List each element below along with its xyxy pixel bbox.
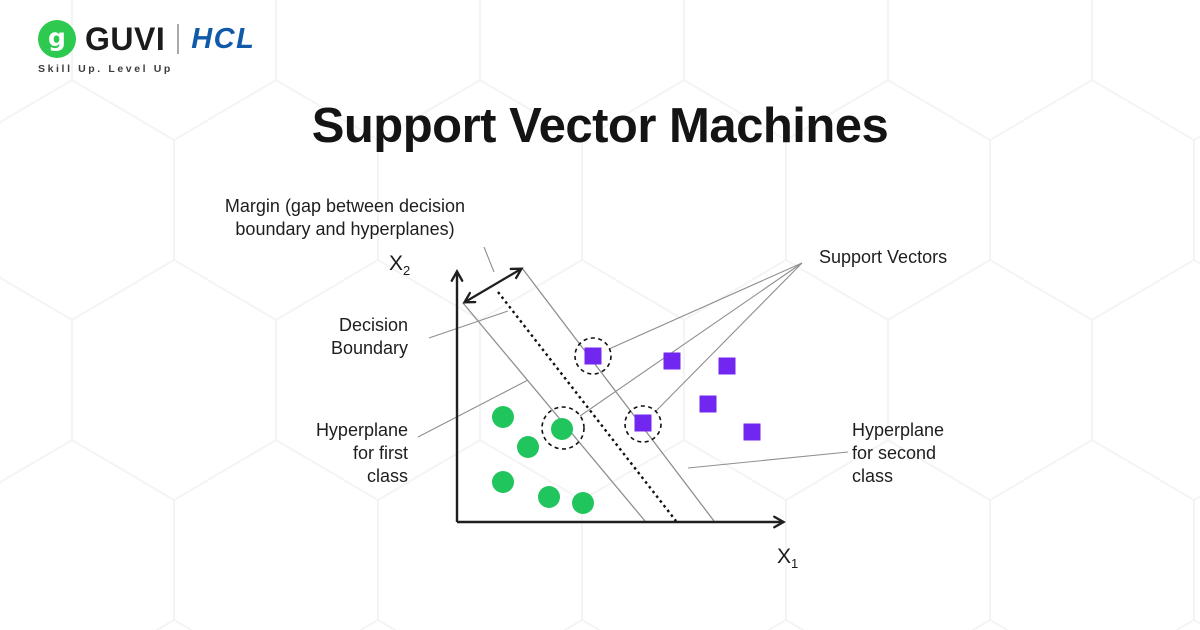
class2-point [743,423,761,441]
support-vector-pointer-line-2 [655,262,803,412]
margin-label: Margin (gap between decision boundary an… [212,195,478,241]
hyperplane-first-label: Hyperplane for first class [268,419,408,488]
y-axis-label: X2 [389,252,410,278]
hyperplane-first-pointer-line [417,379,529,438]
hyperplane-first-line3: class [366,466,408,486]
class2-point [718,357,736,375]
hyperplane-first-line2: for first [352,443,408,463]
support-vector-ring [574,337,612,375]
class1-point [492,406,514,428]
hyperplane-second-pointer-line [687,451,849,469]
guvi-icon-letter: g [48,23,66,52]
decision-boundary-label-line1: Decision [338,315,408,335]
support-vector-pointer-line-1 [608,262,803,350]
hyperplane-second-line1: Hyperplane [852,420,945,440]
y-axis-subscript: 2 [403,263,411,279]
margin-pointer-line [483,246,495,273]
hcl-wordmark: HCL [191,22,256,55]
class1-point [517,436,539,458]
decision-boundary-line [497,291,677,522]
x-axis-subscript: 1 [791,556,799,572]
decision-boundary-label-line2: Boundary [330,338,408,358]
margin-arrow [465,269,521,302]
hyperplane-second-line3: class [852,466,894,486]
support-vector-rings-group [541,337,662,450]
class2-point [663,352,681,370]
support-vectors-label: Support Vectors [819,246,947,269]
x-axis-label: X1 [777,545,798,571]
hyperplane-first-line1: Hyperplane [315,420,408,440]
hyperplane-second-line2: for second [852,443,937,463]
decision-boundary-group [465,269,677,522]
class2-point [584,347,602,365]
decision-boundary-label: Decision Boundary [268,314,408,360]
support-vector-ring [624,405,662,443]
class2-point [699,395,717,413]
guvi-logo-icon: g [38,20,76,58]
support-vector-pointer-line-3 [579,262,803,417]
x-axis-letter: X [777,545,792,568]
support-vectors-text: Support Vectors [819,247,948,267]
hyperplane-first-line [462,302,646,522]
pointer-lines-group [417,246,849,469]
brand-tagline: Skill Up. Level Up [38,63,173,75]
page-title: Support Vector Machines [311,99,889,153]
margin-label-line1: Margin (gap between decision [224,196,466,216]
class1-point [572,492,594,514]
axes-group [457,272,783,522]
margin-label-line2: boundary and hyperplanes) [235,219,455,239]
brand-divider [177,24,180,54]
hyperplane-second-line [521,267,715,522]
guvi-wordmark: GUVI [85,20,166,57]
class1-point [551,418,573,440]
hyperplanes-group [462,267,715,522]
y-axis-letter: X [389,252,404,275]
data-points-group [492,347,761,514]
brand-header: g GUVI HCL Skill Up. Level Up [38,20,255,75]
support-vector-ring [541,406,585,450]
class2-point [634,414,652,432]
hyperplane-second-label: Hyperplane for second class [852,419,1012,488]
class1-point [492,471,514,493]
class1-point [538,486,560,508]
decision-boundary-pointer-line [428,310,509,339]
